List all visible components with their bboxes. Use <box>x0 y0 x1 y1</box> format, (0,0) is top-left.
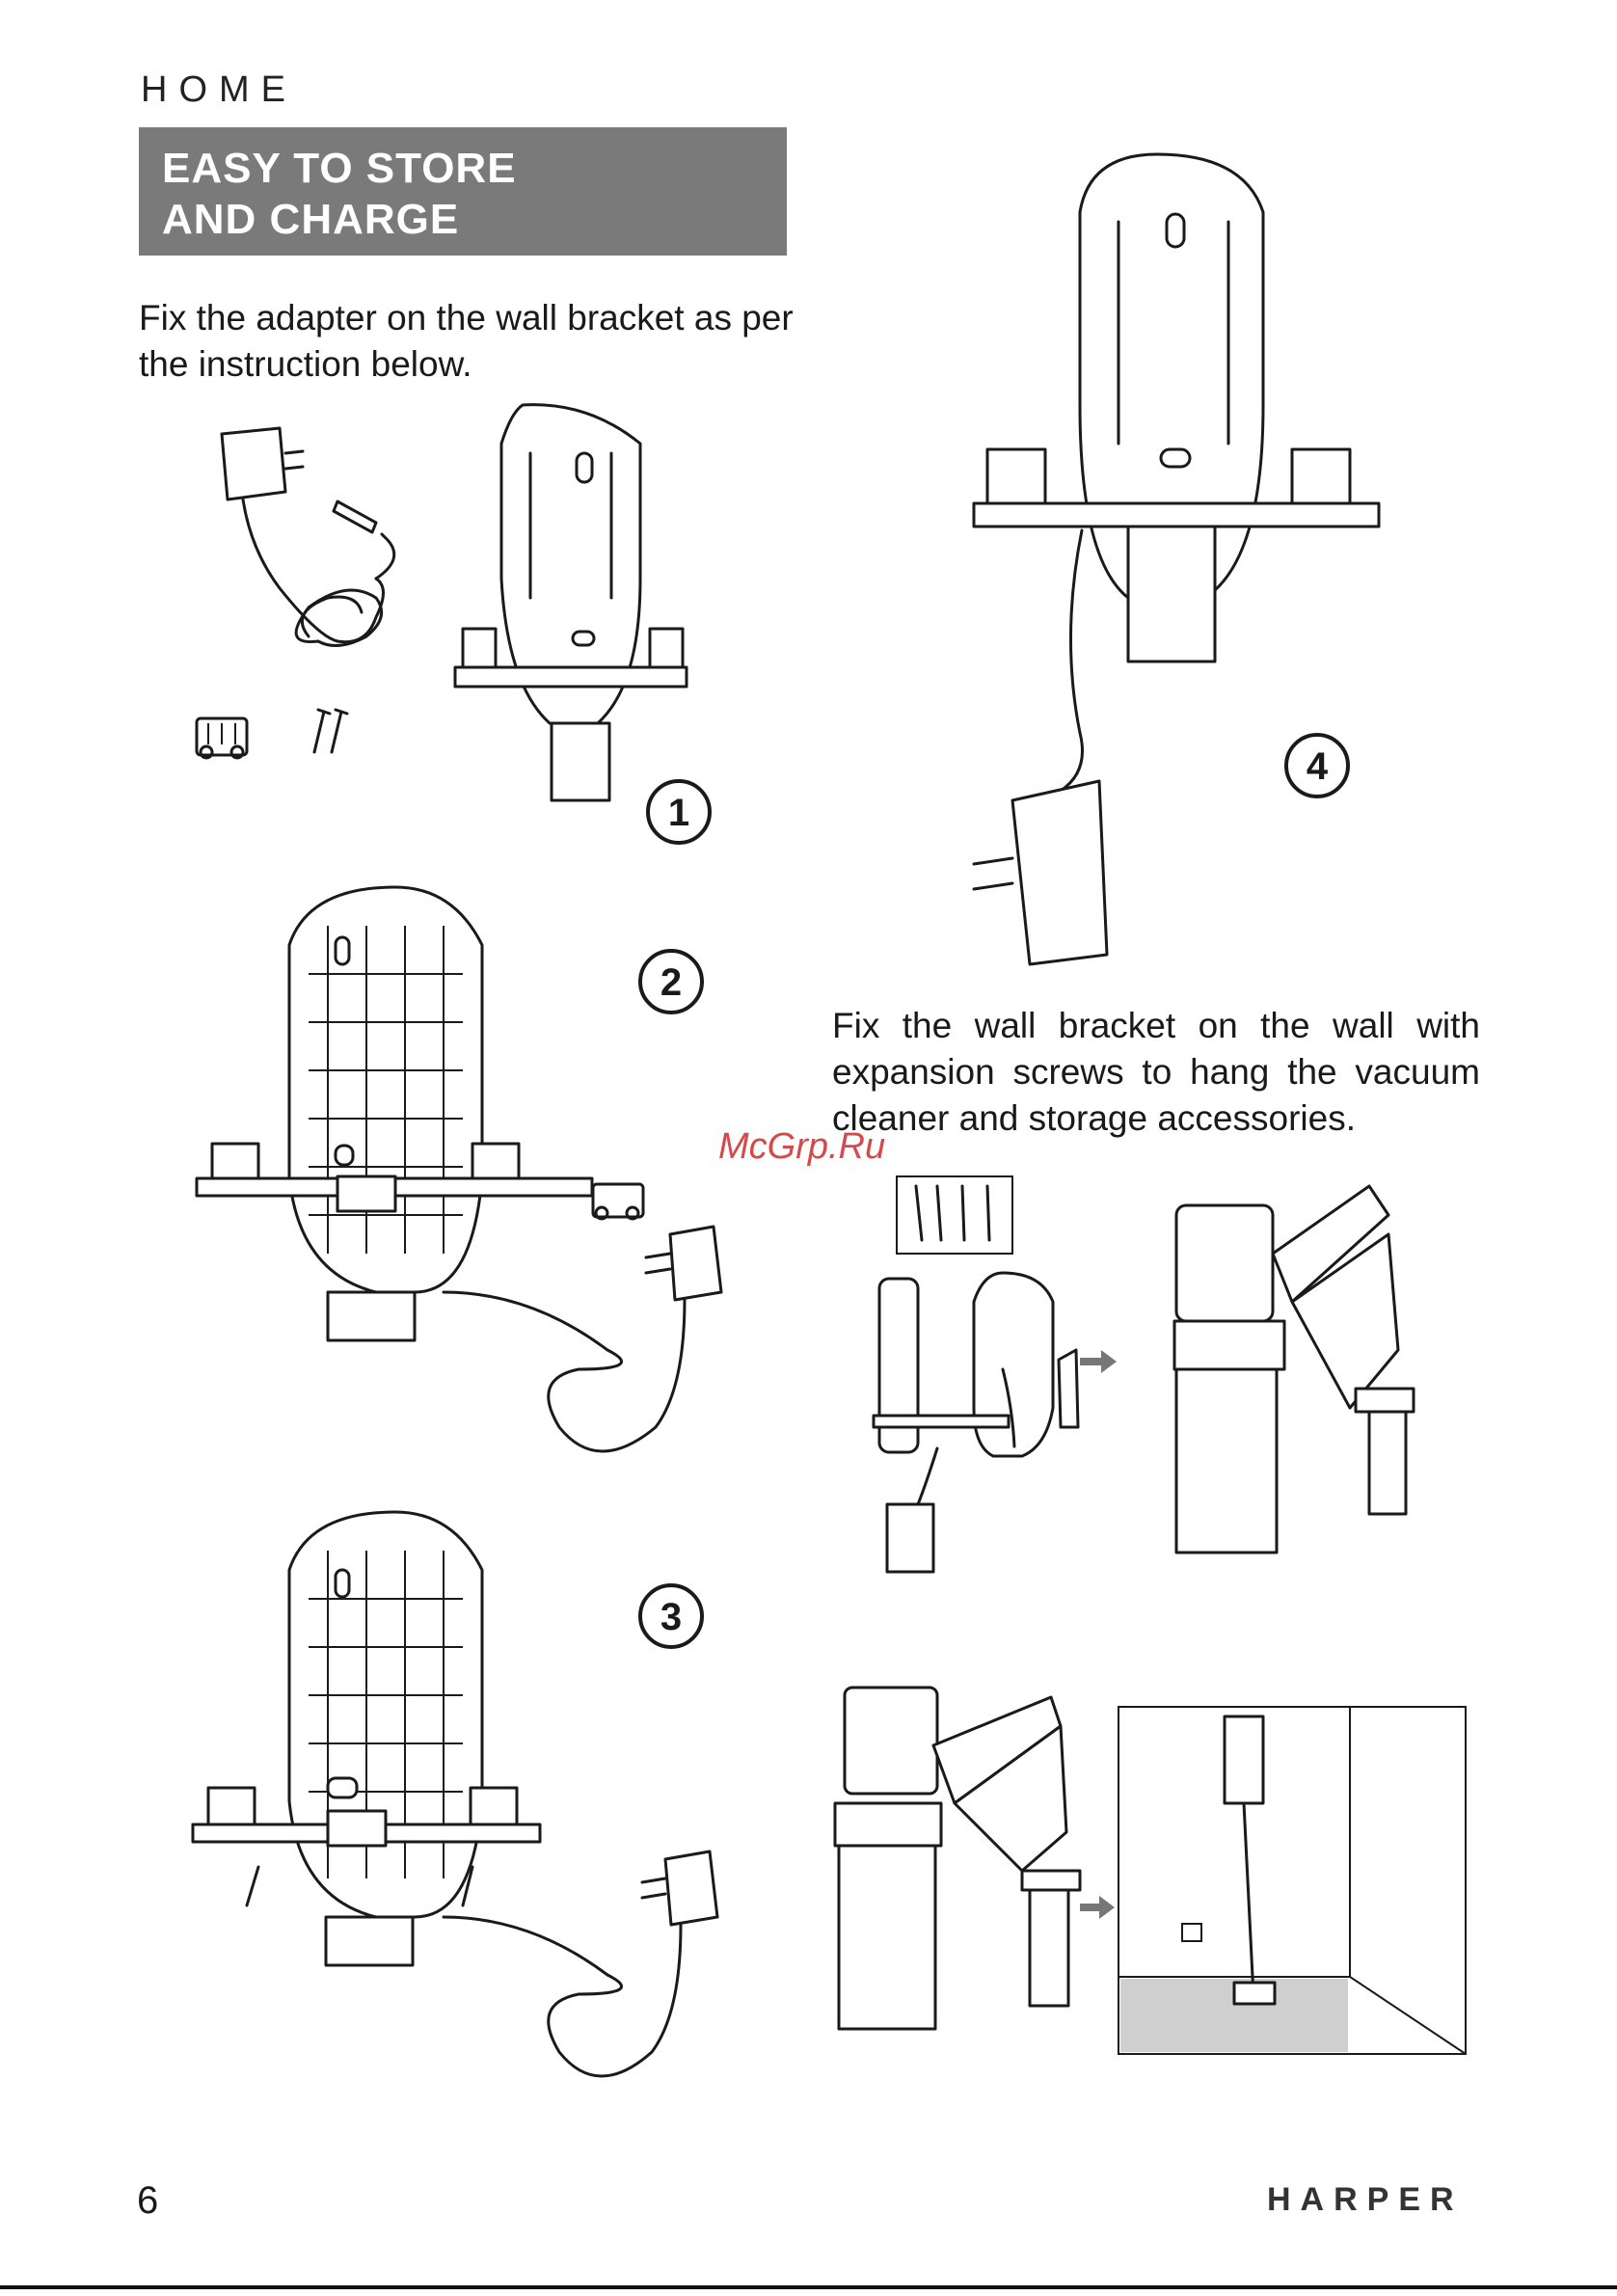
power-adapter-icon <box>444 1227 721 1451</box>
step-1-illustration <box>183 405 723 849</box>
screws-icon <box>314 710 347 752</box>
bracket-clip-icon <box>593 1184 643 1219</box>
step-badge-4: 4 <box>1282 731 1352 800</box>
step-number-3: 3 <box>660 1596 682 1638</box>
bottom-rule <box>0 2285 1617 2289</box>
step-badge-2: 2 <box>636 947 706 1016</box>
wall-mounted-illustration <box>810 1688 1475 2073</box>
section-title-line-1: EASY TO STORE <box>162 143 764 194</box>
step-number-2: 2 <box>660 961 682 1004</box>
step-badge-1: 1 <box>644 777 714 847</box>
watermark-text: McGrp.Ru <box>718 1126 885 1168</box>
brand-harper-logo: HARPER <box>1267 2181 1464 2219</box>
bracket-clip-icon <box>197 718 247 758</box>
arrow-right-icon <box>1080 1350 1117 1373</box>
section-title-box: EASY TO STORE AND CHARGE <box>139 127 787 256</box>
step-4-illustration <box>974 154 1398 984</box>
power-adapter-icon <box>222 428 394 645</box>
step-number-1: 1 <box>668 792 689 834</box>
wall-instruction-text: Fix the wall bracket on the wall with ex… <box>832 1003 1480 1142</box>
power-adapter-icon <box>974 530 1107 964</box>
step-number-4: 4 <box>1307 745 1329 788</box>
page-number: 6 <box>137 2179 158 2223</box>
wall-installation-illustration <box>849 1157 1475 1620</box>
brand-home-logo: HOME <box>141 69 297 111</box>
step-badge-3: 3 <box>636 1581 706 1651</box>
arrow-right-icon <box>1080 1896 1115 1919</box>
section-title-line-2: AND CHARGE <box>162 194 764 245</box>
power-adapter-icon <box>444 1851 717 2076</box>
adapter-instruction-text: Fix the adapter on the wall bracket as p… <box>139 295 795 388</box>
expansion-screws-icon <box>897 1176 1012 1254</box>
wall-bracket-icon <box>455 405 687 800</box>
